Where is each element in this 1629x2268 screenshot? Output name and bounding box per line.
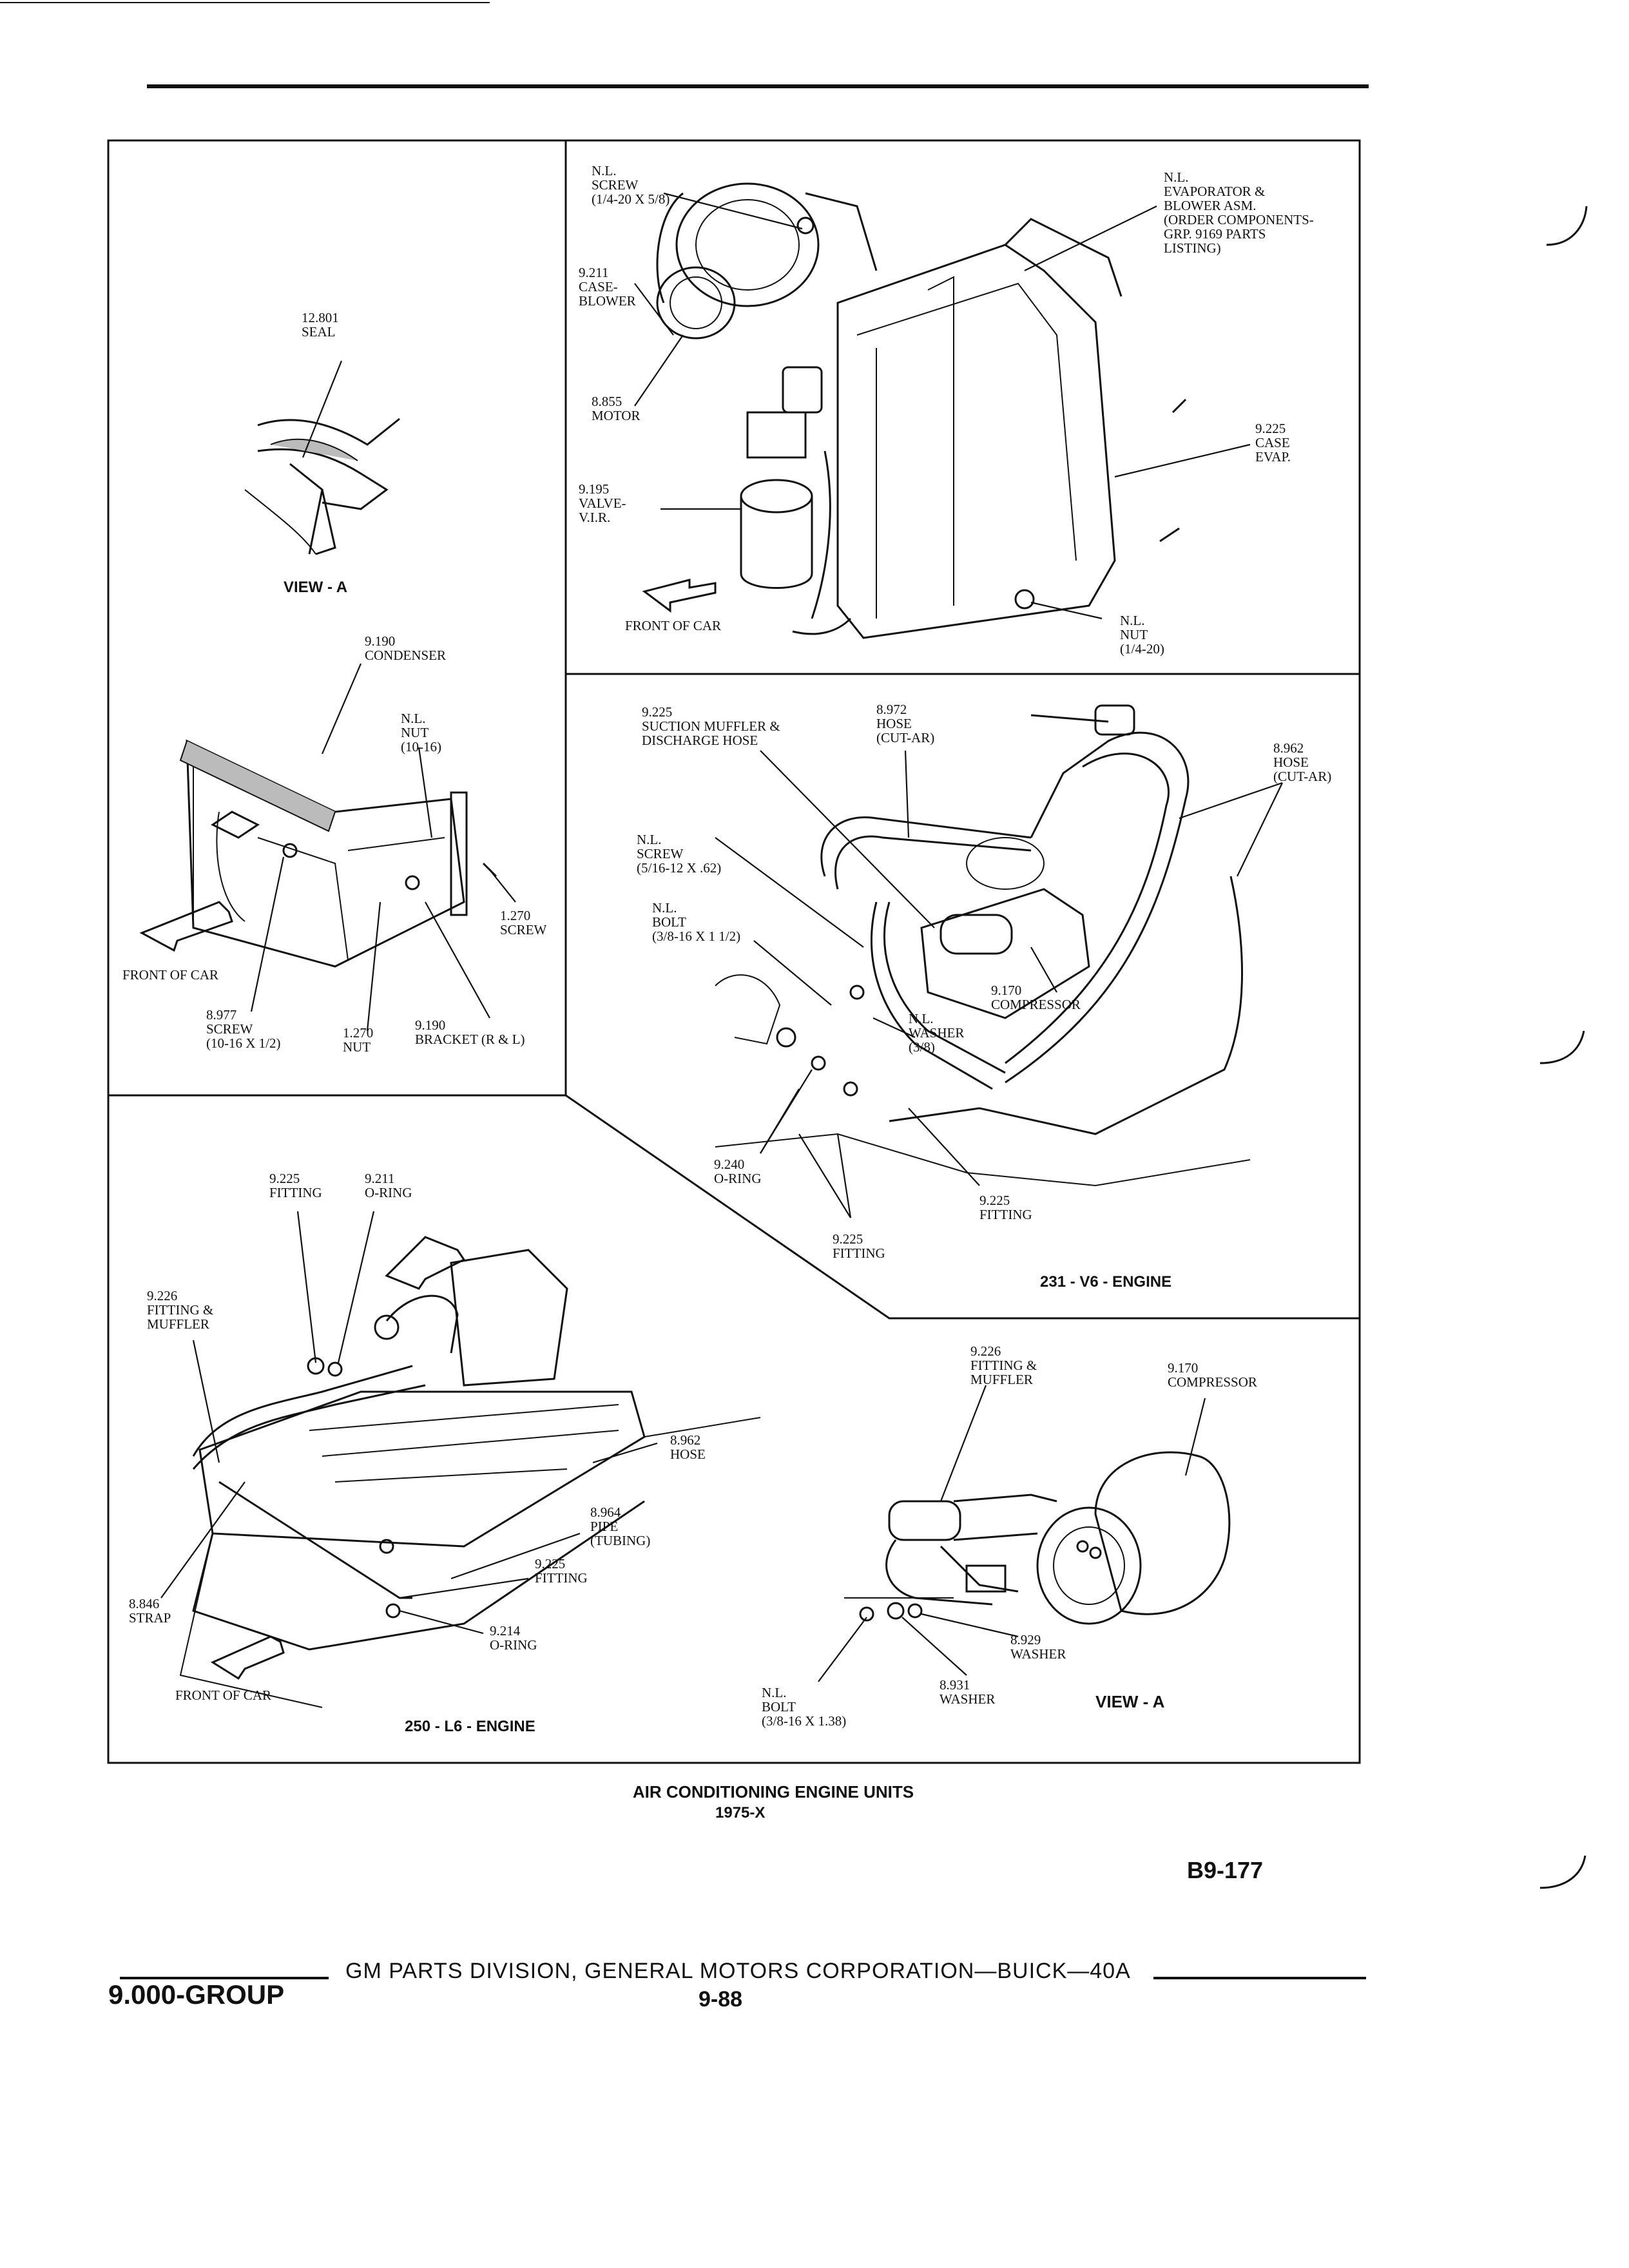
view-a-bottom-label: VIEW - A	[1095, 1692, 1165, 1711]
evaporator-blower-drawing	[634, 182, 1251, 639]
divider-lower	[108, 1094, 1360, 1320]
label-nl-bolt-v6: N.L.BOLT(3/8-16 x 1 1/2)	[652, 900, 741, 944]
condenser-drawing	[139, 663, 516, 1032]
label-nl-nut-evap: N.L.NUT(1/4-20)	[1120, 613, 1164, 657]
label-evaporator-blower-asm: N.L.EVAPORATOR &BLOWER ASM. (ORDER COMPO…	[1164, 169, 1314, 256]
caption-title: AIR CONDITIONING ENGINE UNITS	[632, 1782, 914, 1802]
label-front-of-car-condenser: FRONT OF CAR	[122, 967, 218, 983]
figure-frame	[107, 139, 1361, 1764]
binder-mark-1	[1546, 206, 1588, 246]
label-nl-screw-v6: N.L.SCREW(5/16-12 x .62)	[637, 832, 722, 876]
l6-engine-drawing	[160, 1211, 761, 1708]
footer-group: 9.000-GROUP	[108, 1979, 285, 2010]
binder-mark-2	[1539, 1030, 1585, 1064]
label-front-of-car-evap: FRONT OF CAR	[625, 618, 721, 633]
label-nl-bolt-view-a: N.L.BOLT(3/8-16 x 1.38)	[762, 1685, 847, 1729]
view-a-compressor-drawing	[818, 1385, 1231, 1682]
label-nl-washer-v6: N.L.WASHER(3/8)	[909, 1011, 965, 1055]
label-front-of-car-l6: FRONT OF CAR	[175, 1687, 271, 1703]
footer-publisher: GM PARTS DIVISION, GENERAL MOTORS CORPOR…	[345, 1959, 1131, 1983]
figure-code: B9-177	[1187, 1857, 1264, 1883]
label-nl-nut-condenser: N.L.NUT(10-16)	[401, 711, 441, 754]
v6-engine-label: 231 - V6 - ENGINE	[1040, 1273, 1172, 1291]
l6-engine-label: 250 - L6 - ENGINE	[405, 1718, 535, 1735]
v6-compressor-drawing	[715, 704, 1283, 1218]
view-a-top-label: VIEW - A	[284, 579, 348, 596]
label-nl-screw: N.L.SCREW(1/4-20 x 5/8)	[592, 163, 670, 207]
seal-drawing	[244, 360, 400, 555]
footer-page-number: 9-88	[699, 1987, 743, 2012]
caption-year: 1975-X	[715, 1804, 766, 1821]
binder-mark-3	[1539, 1855, 1586, 1889]
